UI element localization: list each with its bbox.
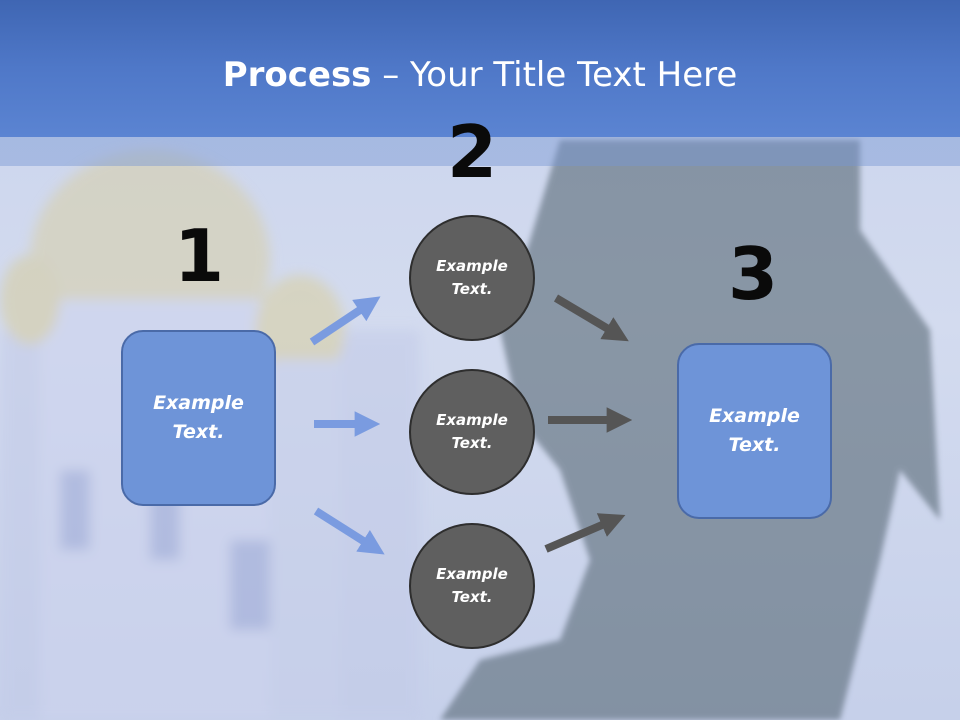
- step-circle-3-text: Example Text.: [436, 565, 508, 606]
- arrow-from-circle-1: [553, 294, 629, 342]
- step-circle-3: Example Text.: [409, 523, 535, 649]
- step-circle-2-text: Example Text.: [436, 411, 508, 452]
- title-bar-band: [0, 137, 960, 166]
- step-circle-2: Example Text.: [409, 369, 535, 495]
- step-box-3-text: Example Text.: [709, 405, 800, 456]
- arrow-to-circle-3: [313, 507, 385, 555]
- step-box-1: Example Text.: [121, 330, 276, 506]
- arrow-from-circle-3: [544, 513, 626, 553]
- step-number-1: 1: [173, 214, 225, 298]
- slide-title: Process – Your Title Text Here: [0, 52, 960, 98]
- step-box-1-text: Example Text.: [153, 392, 244, 443]
- title-rest: – Your Title Text Here: [371, 55, 738, 95]
- step-box-3: Example Text.: [677, 343, 832, 519]
- step-circle-1: Example Text.: [409, 215, 535, 341]
- step-number-3: 3: [727, 232, 779, 316]
- title-bar: [0, 0, 960, 137]
- arrow-to-circle-1: [309, 296, 381, 346]
- step-circle-1-text: Example Text.: [436, 257, 508, 298]
- title-bold: Process: [222, 55, 372, 95]
- step-number-2: 2: [446, 110, 498, 194]
